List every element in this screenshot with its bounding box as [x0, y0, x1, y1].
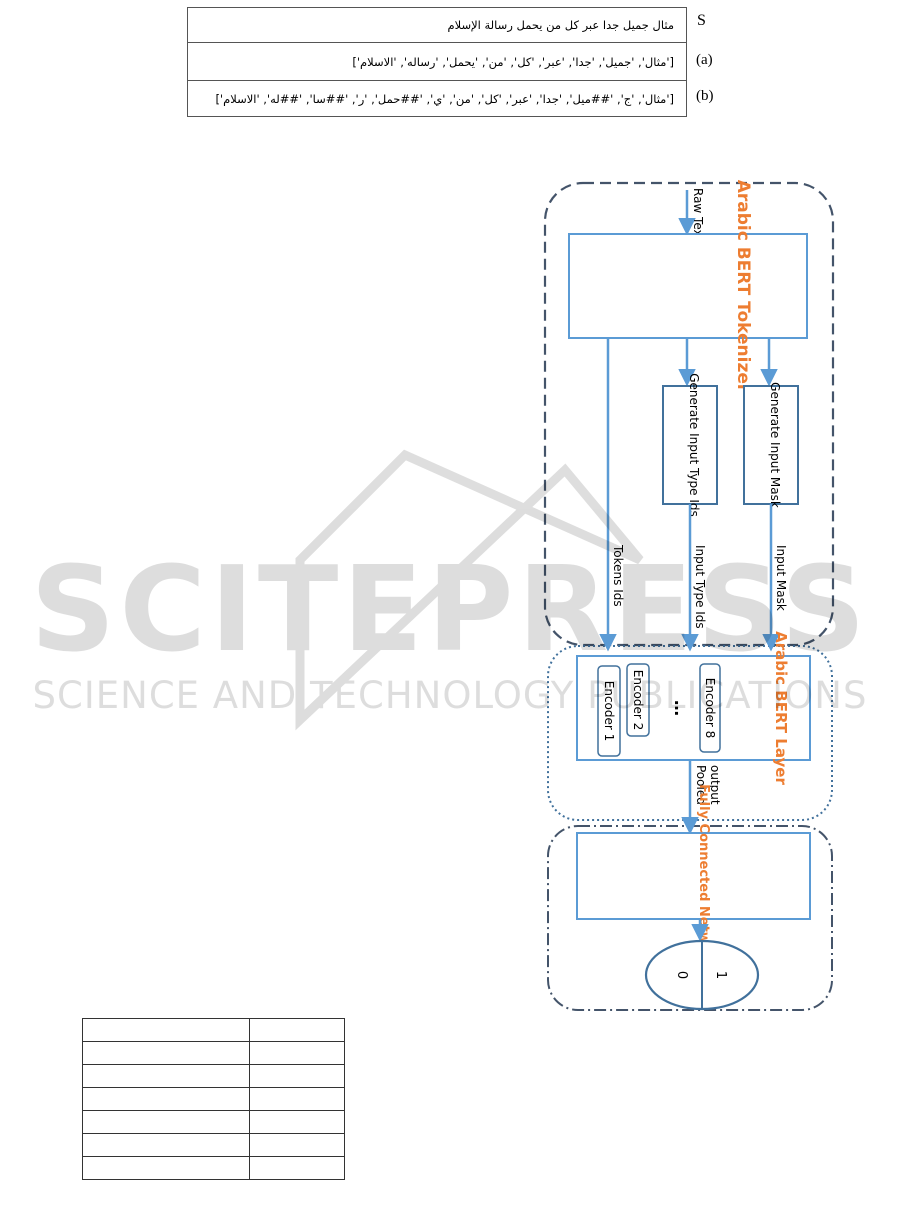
- input-mask-label: Input Mask: [774, 545, 788, 611]
- table-row: [82, 1133, 345, 1157]
- row-label-s: S: [697, 12, 706, 29]
- tokenizer-label: Arabic BERT Tokenizer: [733, 180, 753, 393]
- table-row: [82, 1064, 345, 1088]
- raw-text-label: Raw Text: [691, 188, 705, 242]
- mask-block-label: Generate Input Mask: [768, 382, 782, 508]
- subword-tokens-text: ['مثال', 'ج', '##ميل', 'جدا', 'عبر', 'كل…: [215, 92, 674, 106]
- encoder-1-box: [597, 665, 621, 757]
- encoder-8-label: Encoder 8: [703, 678, 717, 739]
- table-row: [82, 1110, 345, 1134]
- encoder-2-label: Encoder 2: [631, 670, 645, 731]
- bert-layer-label: Arabic BERT Layer: [772, 631, 790, 785]
- table-row: مثال جميل جدا عبر كل من يحمل رسالة الإسل…: [188, 8, 686, 43]
- output-class-0: 0: [674, 971, 689, 979]
- bottom-table: [82, 1018, 345, 1180]
- encoder-2-box: [626, 663, 650, 737]
- fc-network-box: [576, 832, 811, 920]
- table-row: ['مثال', 'جميل', 'جدا', 'عبر', 'كل', 'من…: [188, 43, 686, 81]
- encoder-8-box: [699, 663, 721, 753]
- encoder-1-label: Encoder 1: [602, 681, 616, 742]
- type-ids-block-label: Generate Input Type Ids: [687, 373, 701, 517]
- word-tokens-text: ['مثال', 'جميل', 'جدا', 'عبر', 'كل', 'من…: [352, 54, 674, 69]
- output-class-1: 1: [713, 971, 728, 979]
- encoder-ellipsis: …: [671, 700, 690, 716]
- table-row: [82, 1018, 345, 1042]
- tokens-ids-label: Tokens Ids: [611, 544, 625, 607]
- pooled-output-label: Pooledoutput: [694, 765, 722, 805]
- tokenizer-box: [568, 233, 808, 339]
- table-row: ['مثال', 'ج', '##ميل', 'جدا', 'عبر', 'كل…: [188, 81, 686, 117]
- input-type-ids-label: Input Type Ids: [693, 545, 707, 629]
- type-ids-block: [662, 385, 718, 505]
- table-row: [82, 1087, 345, 1111]
- row-label-b: (b): [696, 88, 714, 104]
- row-label-a: (a): [696, 52, 713, 68]
- table-row: [82, 1156, 345, 1180]
- sentence-text: مثال جميل جدا عبر كل من يحمل رسالة الإسل…: [447, 18, 674, 32]
- mask-block: [743, 385, 799, 505]
- table-row: [82, 1041, 345, 1065]
- tokenization-table: مثال جميل جدا عبر كل من يحمل رسالة الإسل…: [187, 7, 687, 117]
